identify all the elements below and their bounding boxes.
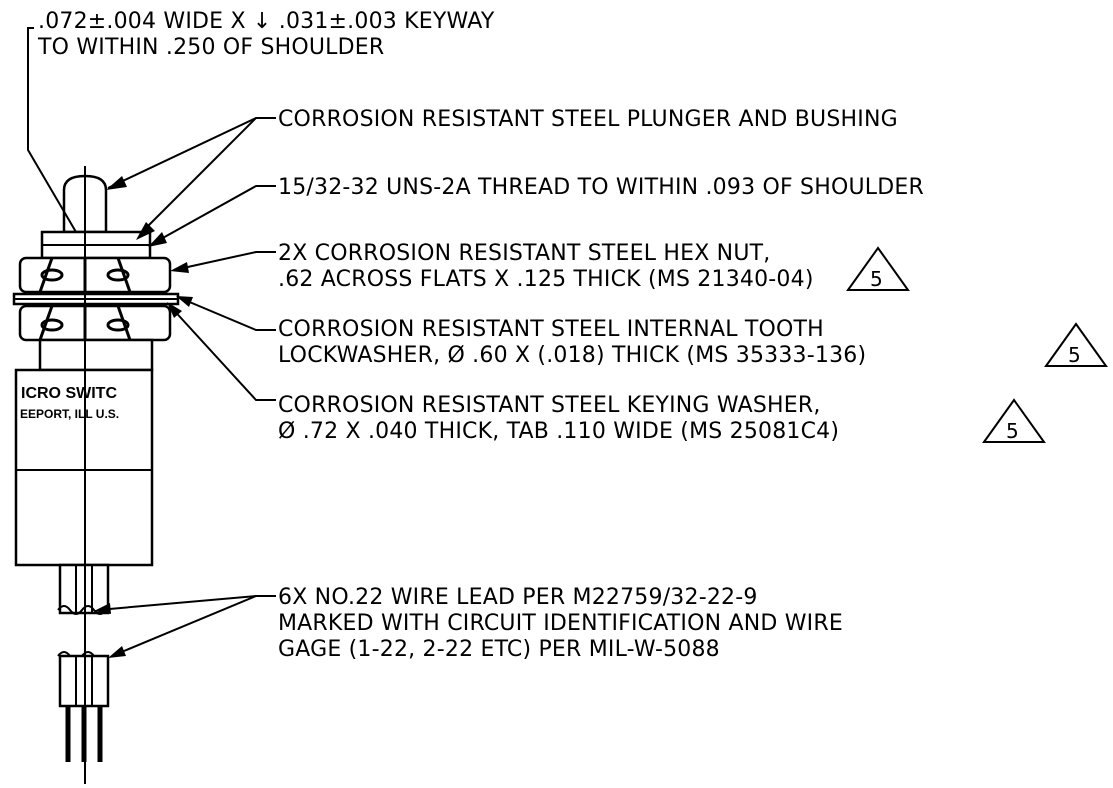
wire-leads-upper xyxy=(57,563,110,615)
revision-flag-text: 5 xyxy=(870,267,883,291)
note-hexnut-line1: 2X CORROSION RESISTANT STEEL HEX NUT, xyxy=(278,241,770,266)
nut-flat-line xyxy=(116,305,132,341)
note-hexnut-line2: .62 ACROSS FLATS X .125 THICK (MS 21340-… xyxy=(278,267,814,292)
note-keyway-line1: .072±.004 WIDE X ↓ .031±.003 KEYWAY xyxy=(38,9,495,34)
nut-hole xyxy=(106,318,130,332)
switch-label-line1: ICRO SWITC xyxy=(21,385,117,402)
wire-leader-2 xyxy=(111,595,257,657)
switch-label-line2: EEPORT, ILL U.S. xyxy=(20,407,119,421)
revision-flag-hexnut: 5 xyxy=(846,246,910,291)
nut-hole xyxy=(40,318,64,332)
bushing-leader xyxy=(139,117,257,235)
hexnut-leader xyxy=(173,251,276,271)
keyway-leader xyxy=(27,27,34,54)
revision-flags: 5 5 5 xyxy=(846,246,1108,443)
revision-flag-text: 5 xyxy=(1068,343,1081,367)
note-thread: 15/32-32 UNS-2A THREAD TO WITHIN .093 OF… xyxy=(278,175,924,200)
note-wire-line2: MARKED WITH CIRCUIT IDENTIFICATION AND W… xyxy=(278,611,843,636)
callout-notes: .072±.004 WIDE X ↓ .031±.003 KEYWAY TO W… xyxy=(37,9,924,662)
arrowhead xyxy=(94,603,111,614)
note-keying-line2: Ø .72 X .040 THICK, TAB .110 WIDE (MS 25… xyxy=(278,419,839,444)
nut-hole xyxy=(106,268,130,282)
note-lockwasher-line2: LOCKWASHER, Ø .60 X (.018) THICK (MS 353… xyxy=(278,343,866,368)
keying-leader xyxy=(169,305,276,401)
note-lockwasher-line1: CORROSION RESISTANT STEEL INTERNAL TOOTH xyxy=(278,317,824,342)
plunger-leader xyxy=(107,117,276,189)
nut-flat-line xyxy=(38,305,54,341)
note-keyway-line2: TO WITHIN .250 OF SHOULDER xyxy=(37,35,384,60)
revision-flag-keying: 5 xyxy=(982,398,1046,443)
upper-hex-nut xyxy=(18,256,172,294)
arrowhead xyxy=(136,222,155,240)
shoulder xyxy=(38,338,154,372)
revision-flag-lockwasher: 5 xyxy=(1044,322,1108,367)
arrowhead xyxy=(167,302,182,318)
keyway-leader-tail xyxy=(27,54,77,233)
arrowhead xyxy=(148,232,167,247)
arrowhead xyxy=(108,646,126,658)
leader-lines xyxy=(27,27,276,658)
thread-leader xyxy=(151,185,276,245)
wire-leads-lower xyxy=(57,651,110,762)
nut-flat-line xyxy=(116,257,132,293)
arrowhead xyxy=(176,296,193,307)
nut-flat-line xyxy=(38,257,54,293)
arrowhead xyxy=(106,176,127,190)
switch-body-drawing: ICRO SWITC EEPORT, ILL U.S. xyxy=(12,166,180,784)
note-wire-line1: 6X NO.22 WIRE LEAD PER M22759/32-22-9 xyxy=(278,585,758,610)
note-wire-line3: GAGE (1-22, 2-22 ETC) PER MIL-W-5088 xyxy=(278,637,720,662)
lockwasher-leader xyxy=(179,297,276,331)
nut-hole xyxy=(40,268,64,282)
note-keying-line1: CORROSION RESISTANT STEEL KEYING WASHER, xyxy=(278,393,821,418)
arrowhead xyxy=(170,262,189,273)
note-plunger: CORROSION RESISTANT STEEL PLUNGER AND BU… xyxy=(278,107,898,132)
revision-flag-text: 5 xyxy=(1006,419,1019,443)
